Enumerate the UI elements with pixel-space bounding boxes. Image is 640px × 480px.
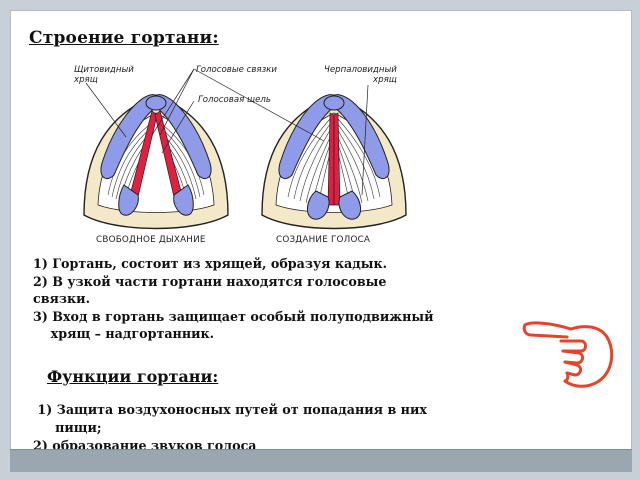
pointing-hand-icon xyxy=(522,321,614,388)
fact-line: 3) Вход в гортань защищает особый полупо… xyxy=(33,308,434,324)
slide-title: Строение гортани: xyxy=(29,28,219,48)
larynx-open xyxy=(83,94,229,230)
functions-title: Функции гортани: xyxy=(47,367,219,386)
fact-line: хрящ – надгортанник. xyxy=(33,326,215,341)
function-line: пищи; xyxy=(33,420,102,435)
label-glottis: Голосовая щель xyxy=(198,95,271,105)
label-arytenoid-line-1: Черпаловидный xyxy=(324,65,397,75)
label-thyroid-line-2: хрящ xyxy=(74,75,98,85)
facts-list: 1) Гортань, состоит из хрящей, образуя к… xyxy=(33,255,513,343)
label-arytenoid-cartilage: Черпаловидный хрящ xyxy=(324,65,397,85)
label-arytenoid-line-2: хрящ xyxy=(373,75,397,85)
fact-line: 1) Гортань, состоит из хрящей, образуя к… xyxy=(33,256,388,271)
fact-line: 2) В узкой части гортани находятся голос… xyxy=(33,273,387,289)
larynx-closed xyxy=(261,94,407,230)
functions-list: 1) Защита воздухоносных путей от попадан… xyxy=(33,401,531,449)
function-line: 2) образование звуков голоса xyxy=(33,438,257,449)
larynx-diagram: Щитовидный хрящ Голосовые связки Черпало… xyxy=(66,55,426,251)
caption-voice-production: СОЗДАНИЕ ГОЛОСА xyxy=(276,235,371,245)
caption-free-breathing: СВОБОДНОЕ ДЫХАНИЕ xyxy=(96,235,206,245)
text-area: Строение гортани: xyxy=(11,11,531,449)
function-line: 1) Защита воздухоносных путей от попадан… xyxy=(33,402,427,417)
slide: Строение гортани: xyxy=(10,10,632,450)
label-thyroid-cartilage: Щитовидный хрящ xyxy=(74,65,134,85)
larynx-drawing xyxy=(83,68,407,230)
label-vocal-cords: Голосовые связки xyxy=(196,65,277,75)
label-thyroid-line-1: Щитовидный xyxy=(74,65,134,75)
footer-bar xyxy=(10,449,632,472)
fact-line: связки. xyxy=(33,291,91,306)
